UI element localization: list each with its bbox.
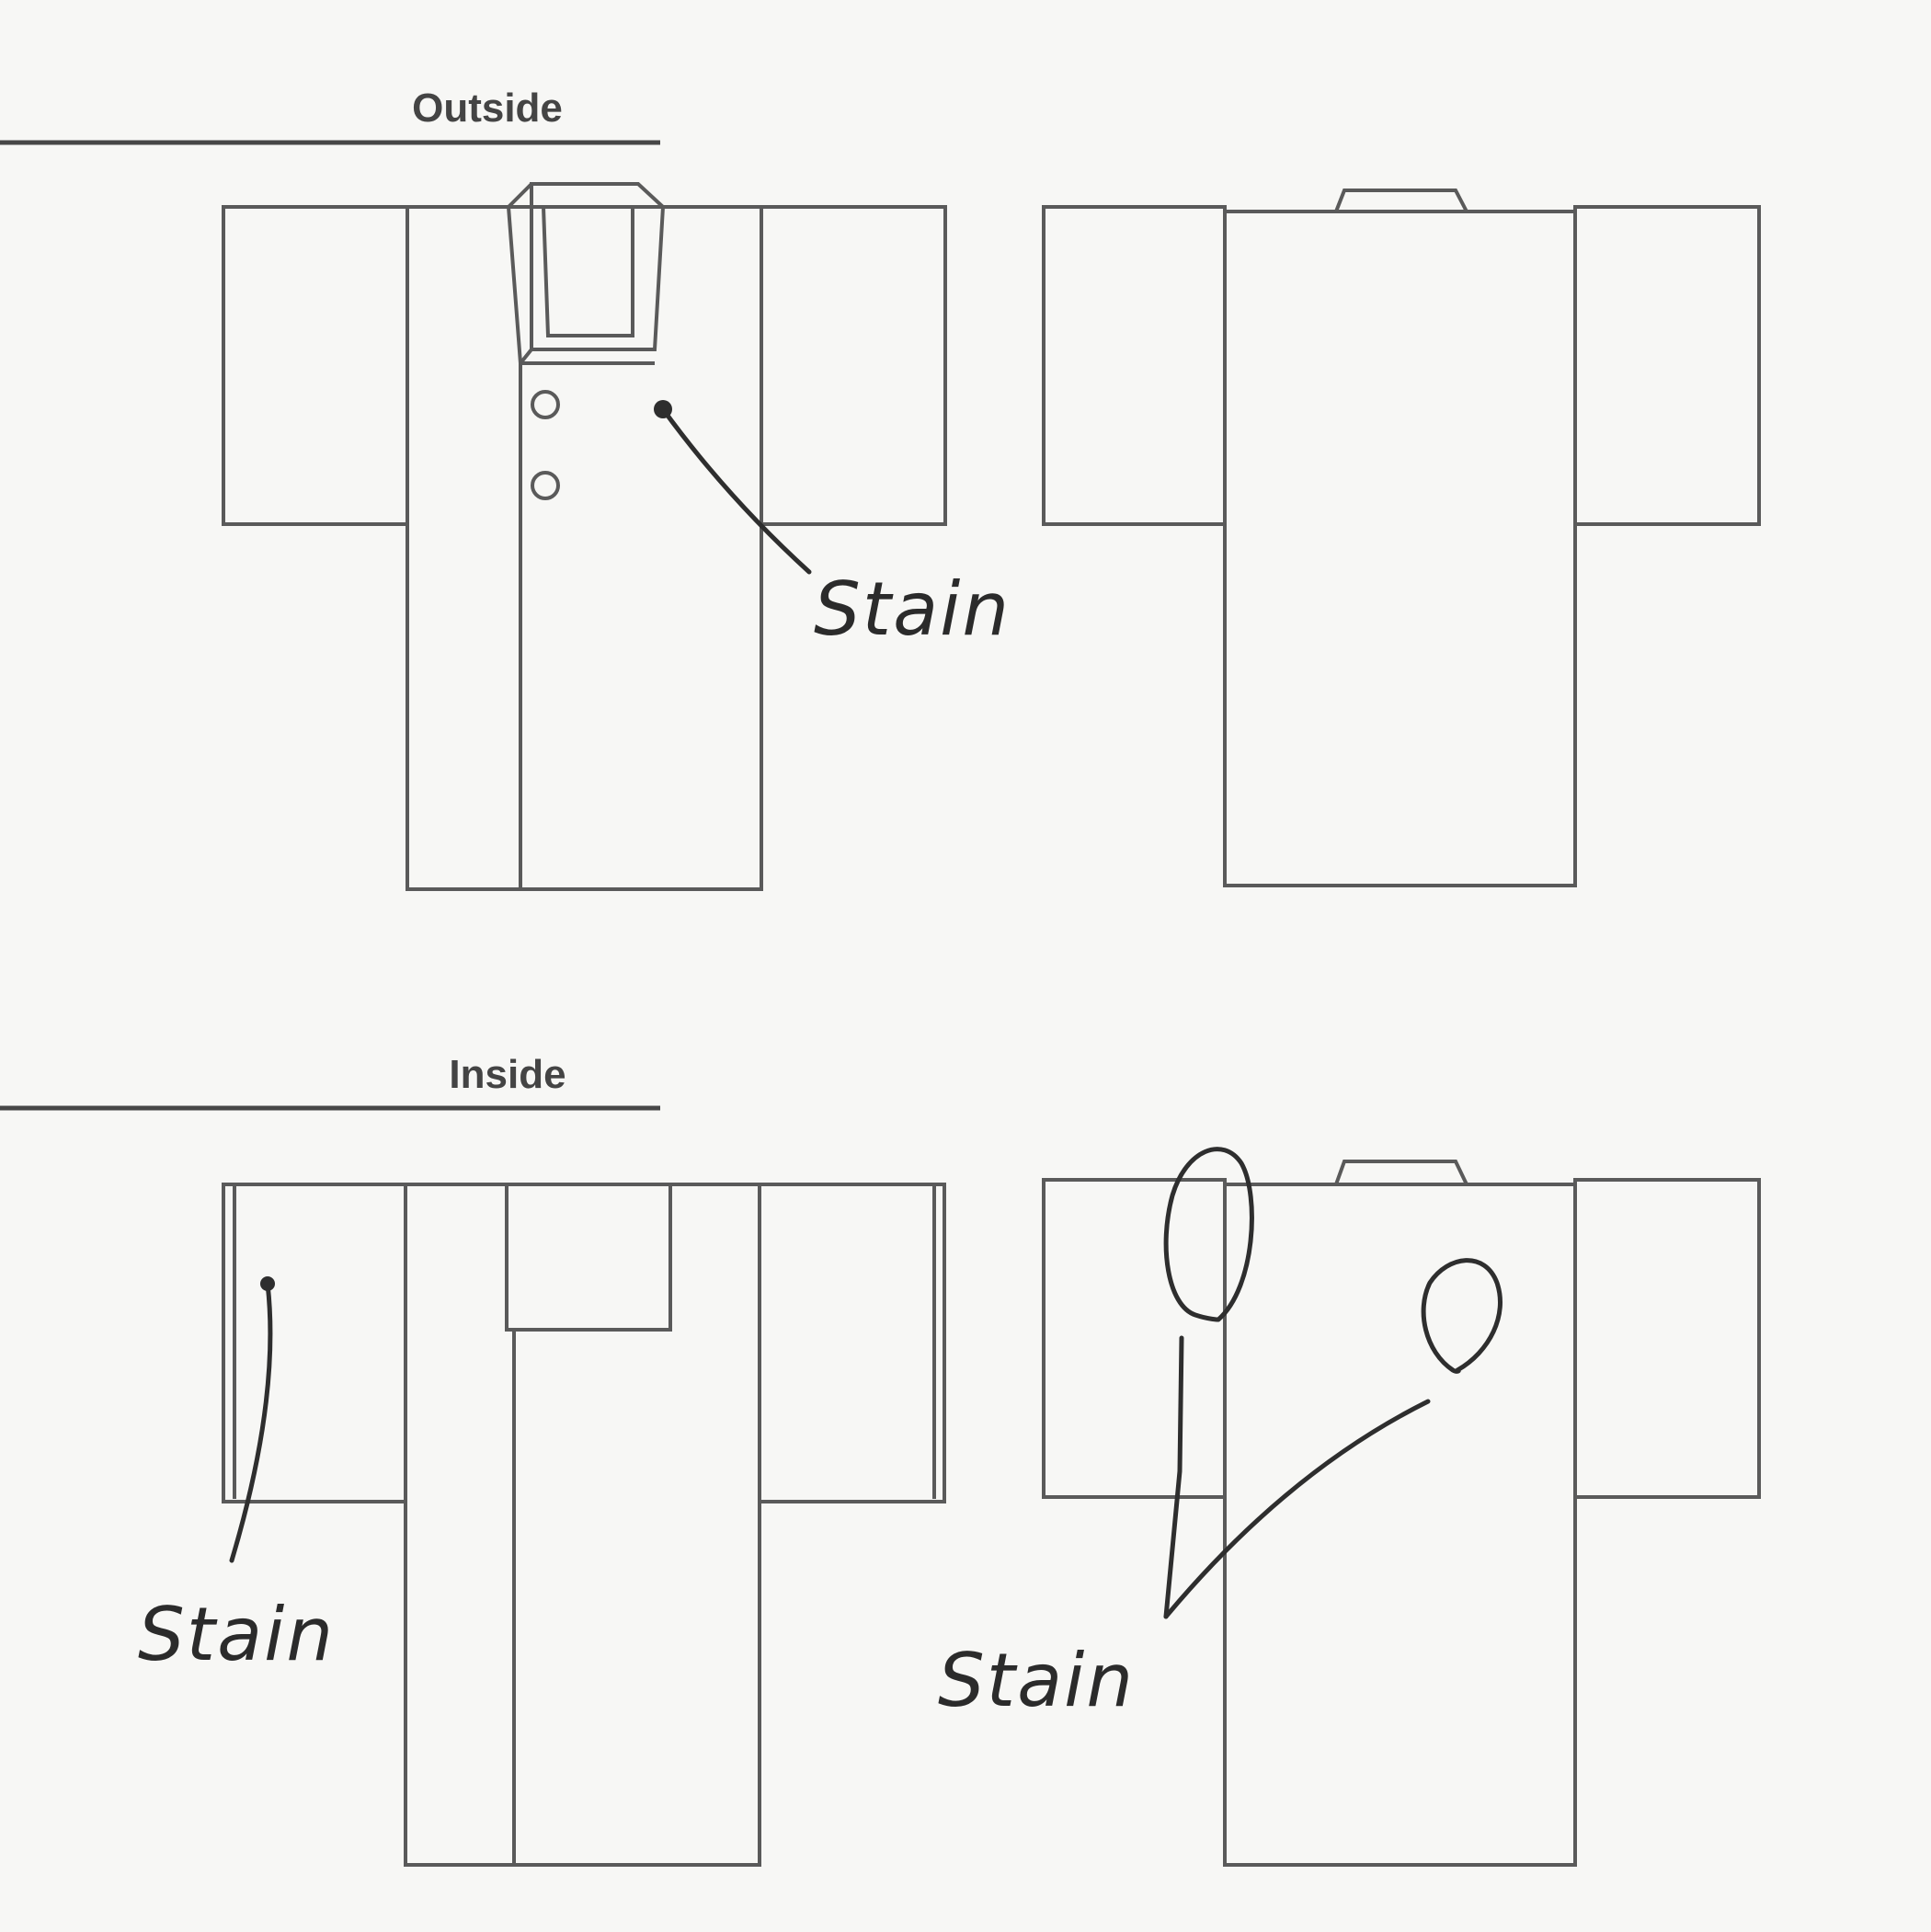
left-sleeve (222, 1183, 407, 1503)
left-sleeve (1042, 1178, 1227, 1499)
stain-pointer-line-left (1163, 1335, 1184, 1619)
tie-button-upper (531, 390, 560, 419)
collar-outer (530, 182, 666, 351)
body-panel (404, 1183, 761, 1867)
stain-label-outside-front: Stain (814, 566, 1011, 652)
right-sleeve (760, 205, 947, 526)
left-sleeve (222, 205, 409, 526)
collar-inner (541, 205, 634, 337)
body-panel (1223, 1183, 1577, 1867)
inside-section-title: Inside (449, 1052, 566, 1097)
left-sleeve (1042, 205, 1227, 526)
collar-tab (1334, 189, 1468, 212)
right-sleeve (758, 1183, 946, 1503)
tie-button-lower (531, 471, 560, 500)
collar-tab (1334, 1160, 1468, 1185)
inside-section: Inside Stain (0, 1052, 1761, 1867)
inside-back-garment (1042, 1160, 1761, 1867)
stain-pointer-line-right (1163, 1399, 1431, 1619)
outside-section: Outside Stain (0, 86, 1761, 891)
stain-circle-right (1421, 1258, 1503, 1374)
outside-back-garment (1042, 189, 1761, 887)
inside-front-garment (222, 1183, 946, 1867)
body-panel (406, 205, 763, 891)
right-sleeve (1573, 205, 1761, 526)
stain-label-inside-front: Stain (138, 1592, 335, 1677)
outside-front-garment (222, 182, 947, 891)
outside-front-stain-marker: Stain (654, 400, 1011, 652)
body-panel (1223, 210, 1577, 887)
stain-pointer-line (660, 406, 812, 575)
collar-panel (505, 1183, 672, 1332)
inside-front-stain-marker: Stain (138, 1276, 335, 1677)
collar-left-edge (506, 182, 533, 369)
right-sleeve (1573, 1178, 1761, 1499)
stain-pointer-line (229, 1281, 273, 1563)
stain-circle-upper-left (1163, 1147, 1254, 1322)
outside-section-title: Outside (412, 86, 563, 131)
inside-back-stain-marker: Stain (938, 1147, 1503, 1723)
stain-label-inside-back: Stain (938, 1638, 1135, 1723)
